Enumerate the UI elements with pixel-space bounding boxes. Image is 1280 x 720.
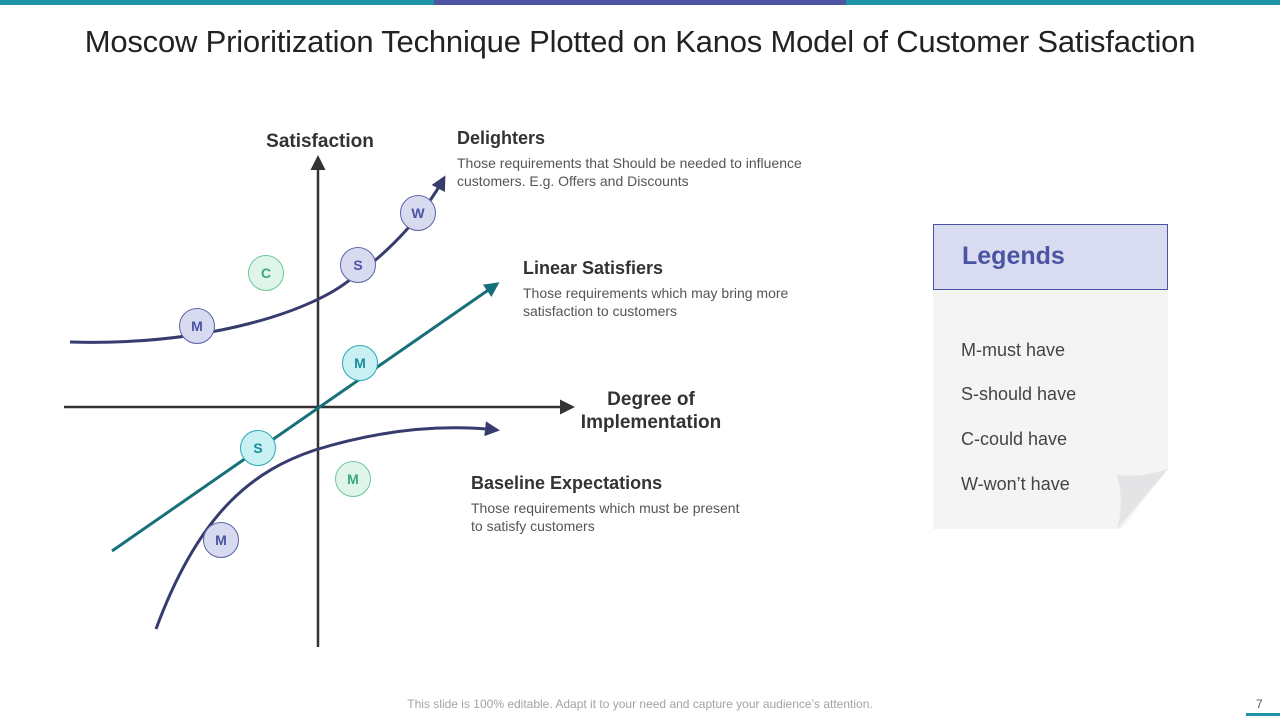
linear-desc-line-2: satisfaction to customers: [523, 303, 678, 319]
delighters-title: Delighters: [457, 128, 546, 148]
x-axis-label: Degree of Implementation: [566, 388, 736, 434]
delighters-desc-line-1: Those requirements that Should be needed…: [457, 155, 802, 171]
linear-satisfiers-line: [111, 282, 500, 553]
marker-baseline-m-lower: M: [203, 522, 239, 558]
page-number: 7: [1256, 697, 1263, 711]
x-axis-label-line-1: Degree of: [607, 389, 695, 410]
marker-delighters-c: C: [248, 255, 284, 291]
slide-title: Moscow Prioritization Technique Plotted …: [84, 24, 1196, 59]
legend-item-could: C-could have: [961, 429, 1068, 449]
linear-satisfiers-description: Those requirements which may bring more …: [523, 284, 788, 320]
footer-note: This slide is 100% editable. Adapt it to…: [407, 697, 873, 711]
legend-item-should: S-should have: [961, 384, 1077, 404]
page-number-underline: [1246, 713, 1280, 716]
marker-baseline-m-upper: M: [335, 461, 371, 497]
baseline-desc-line-1: Those requirements which must be present: [471, 500, 740, 516]
legend-title: Legends: [962, 242, 1065, 270]
baseline-expectations-curve: [154, 421, 500, 630]
top-accent-bar-right: [846, 0, 1280, 5]
y-axis-label: Satisfaction: [266, 131, 374, 152]
linear-satisfiers-title: Linear Satisfiers: [523, 258, 664, 278]
linear-desc-line-1: Those requirements which may bring more: [523, 285, 789, 301]
x-axis-label-line-2: Implementation: [580, 412, 722, 433]
top-accent-bar-middle: [434, 0, 846, 5]
baseline-expectations-description: Those requirements which must be present…: [471, 499, 739, 535]
marker-linear-m: M: [342, 345, 378, 381]
legend-page-curl: [1117, 469, 1168, 529]
legend-item-wont: W-won’t have: [961, 474, 1070, 494]
baseline-desc-line-2: to satisfy customers: [471, 518, 595, 534]
marker-linear-s: S: [240, 430, 276, 466]
baseline-expectations-title: Baseline Expectations: [471, 473, 663, 493]
delighters-desc-line-2: customers. E.g. Offers and Discounts: [457, 173, 689, 189]
marker-delighters-w: W: [400, 195, 436, 231]
top-accent-bar-left: [0, 0, 434, 5]
legend-header: Legends: [933, 224, 1168, 290]
marker-delighters-m: M: [179, 308, 215, 344]
delighters-description: Those requirements that Should be needed…: [457, 154, 802, 190]
marker-delighters-s: S: [340, 247, 376, 283]
legend-item-must: M-must have: [961, 340, 1066, 360]
